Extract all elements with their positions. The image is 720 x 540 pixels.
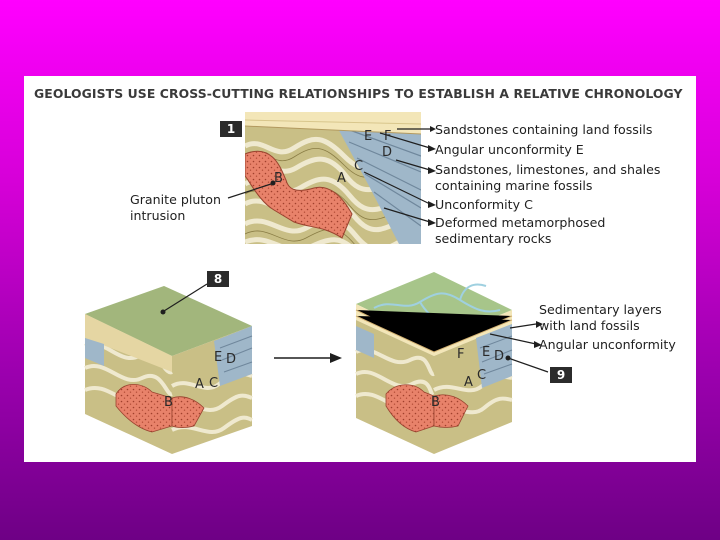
letter-d-1: D [382,145,392,160]
letter-b-1: B [274,171,283,186]
letter-a-8: A [195,377,204,392]
letter-c-9: C [477,368,486,383]
callout-unconformity-c: Unconformity C [435,197,533,212]
letter-c-8: C [209,376,218,391]
step-badge-8: 8 [207,271,229,287]
leader-lines-1 [227,128,431,223]
callout-angular-unconformity-e: Angular unconformity E [435,142,584,157]
callout-angular-unconformity: Angular unconformity [539,337,676,352]
block-8-top [85,286,252,356]
callout-granite-line1: Granite pluton [130,192,221,207]
figure-title: GEOLOGISTS USE CROSS-CUTTING RELATIONSHI… [34,86,683,101]
letter-f-1: F [384,129,391,144]
letter-b-8: B [164,395,173,410]
illustration-canvas: F E D C A B [84,112,549,454]
step-badge-9: 9 [550,367,572,383]
letter-a-9: A [464,375,473,390]
callout-deformed-line1: Deformed metamorphosed [435,215,606,230]
letter-c-1: C [354,159,363,174]
leader-lines-9 [489,323,549,373]
letter-a-1: A [337,171,346,186]
letter-d-9: D [494,349,504,364]
letter-f-9: F [457,347,464,362]
callout-sandstones-land: Sandstones containing land fossils [435,122,653,137]
block-8-sandstone [85,314,172,372]
letter-e-8: E [214,350,222,365]
block-9-granite-right [433,394,469,428]
callout-sedimentary-line1: Sedimentary layers [539,302,662,317]
callout-marine-line1: Sandstones, limestones, and shales [435,162,661,177]
figure-panel: GEOLOGISTS USE CROSS-CUTTING RELATIONSHI… [24,76,696,462]
letter-b-9: B [431,395,440,410]
callout-marine-line2: containing marine fossils [435,178,593,193]
transition-arrow [274,353,342,363]
letter-e-9: E [482,345,490,360]
leader-line-8 [163,283,208,312]
step-badge-1: 1 [220,121,242,137]
block-diagram-8: E D C A B [84,286,253,454]
land-sandstone-layers [245,112,421,134]
letter-d-8: D [226,352,236,367]
letter-e-1: E [364,129,372,144]
block-9-marine [476,324,512,388]
block-diagram-9: F E D C A B [355,272,513,454]
block-8-granite-right [171,396,205,428]
callout-sedimentary-line2: with land fossils [539,318,640,333]
granite-pluton [245,150,353,239]
callout-deformed-line2: sedimentary rocks [435,231,552,246]
callout-granite-line2: intrusion [130,208,186,223]
